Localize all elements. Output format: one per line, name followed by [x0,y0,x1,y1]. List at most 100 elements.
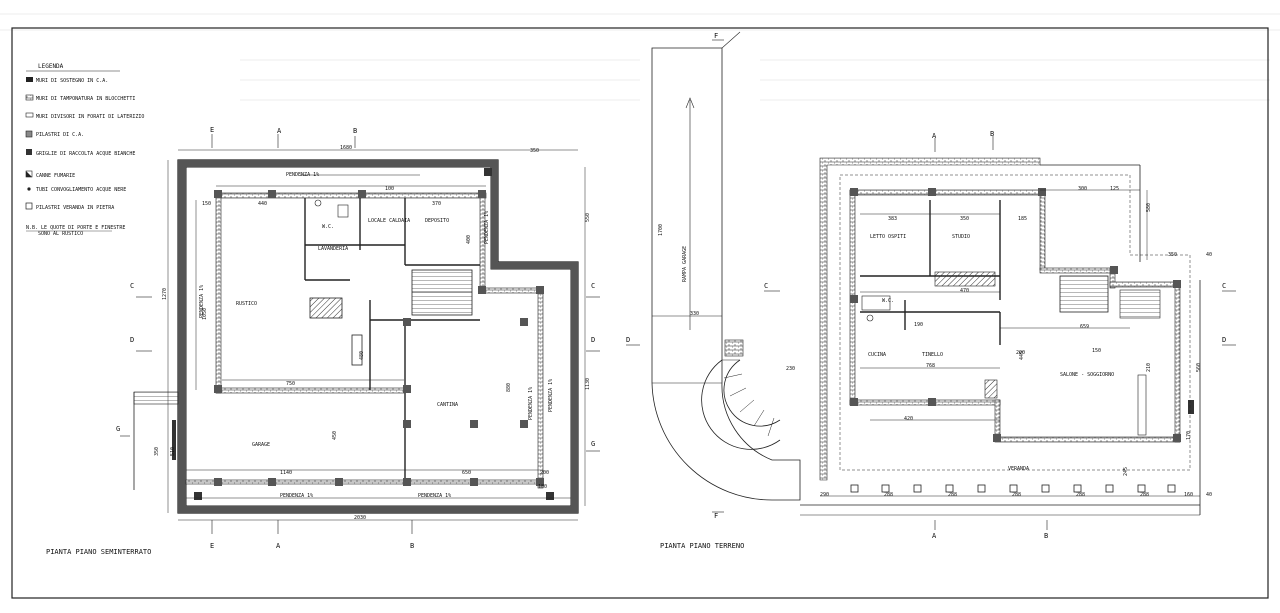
slope-label: PENDENZA 1% [528,387,534,420]
section-marker: D [1222,336,1226,344]
dim-label: 40 [1206,492,1212,498]
partition-wall-symbol [25,112,34,118]
room-label-locale-caldaia: LOCALE CALDAIA [368,218,410,224]
dim-label: 150 [202,201,211,207]
section-marker: A [276,542,281,550]
slope-label: PENDENZA 1% [199,285,205,318]
legend-item-label: MURI DI TAMPONATURA IN BLOCCHETTI [36,96,135,102]
dim-label: 288 [884,492,893,498]
dim-label: 350 [154,447,160,456]
ground-floor-plan [651,31,1201,516]
room-label-cucina: CUCINA [868,352,886,358]
dim-label: 1270 [162,288,168,300]
section-marker: B [353,127,357,135]
basement-labels: RUSTICO LOCALE CALDAIA DEPOSITO LAVANDER… [46,145,591,556]
room-label-rustico: RUSTICO [236,301,257,307]
basement-section-letters: E A B E A B C C D D G G [116,126,595,550]
room-label-rampa: RAMPA GARAGE [682,246,688,282]
dim-label: 100 [385,186,394,192]
section-marker: A [932,132,937,140]
dim-label: 1130 [585,378,591,390]
legend-item-label: PILASTRI VERANDA IN PIETRA [36,205,114,211]
dim-label: 290 [820,492,829,498]
retaining-wall-outer [177,159,579,514]
section-marker: B [1044,532,1048,540]
basement-plan [133,149,586,521]
legend-item-label: GRIGLIE DI RACCOLTA ACQUE BIANCHE [36,151,135,157]
slope-label: PENDENZA 1% [418,493,451,499]
dim-label: 170 [1186,431,1192,440]
dim-label: 210 [1146,363,1152,372]
plan-title-ground-floor: PIANTA PIANO TERRENO [660,542,744,550]
dim-label: 230 [786,366,795,372]
dim-label: 180 [538,484,547,490]
section-marker: A [277,127,282,135]
sheet-border [11,27,1269,599]
dim-label: 288 [1076,492,1085,498]
dim-label: 880 [506,383,512,392]
legend-title: LEGENDA [38,63,64,70]
dim-label: 650 [462,470,471,476]
legend-item-label: MURI DIVISORI IN FORATI DI LATERIZIO [36,114,144,120]
dim-label: 288 [1012,492,1021,498]
section-marker: E [210,542,214,550]
legend-item-label: CANNE FUMARIE [36,173,75,179]
dim-label: 470 [960,288,969,294]
room-label-letto-ospiti: LETTO OSPITI [870,234,906,240]
drain-grate-symbol [26,149,32,155]
room-label-veranda: VERANDA [1008,466,1029,472]
section-marker: D [591,336,595,344]
legend-note: N.B. LE QUOTE DI PORTE E FINESTRE [26,225,125,231]
dim-label: 1140 [280,470,292,476]
section-marker: D [626,336,630,344]
section-marker: C [591,282,595,290]
dim-label: 300 [1078,186,1087,192]
dim-label: 383 [888,216,897,222]
dim-label: 445 [1019,351,1025,360]
section-marker: F [714,32,718,40]
dim-label: 370 [432,201,441,207]
room-label-salone: SALONE - SOGGIORNO [1060,372,1114,378]
pillar-symbol [25,130,33,138]
slope-label: PENDENZA 1% [484,211,490,244]
section-marker: C [764,282,768,290]
dim-label: 480 [359,351,365,360]
room-label-wc: W.C. [882,298,894,304]
dim-label: 2030 [354,515,366,521]
dim-label: 560 [1196,363,1202,372]
dim-label: 550 [585,213,591,222]
dim-label: 350 [960,216,969,222]
room-label-studio: STUDIO [952,234,970,240]
thick-wall-symbol [26,77,33,82]
section-marker: A [932,532,937,540]
dim-label: 40 [1206,252,1212,258]
dim-label: 125 [1110,186,1119,192]
dim-label: 580 [1146,203,1152,212]
block-wall-symbol [25,94,34,101]
dim-label: 450 [332,431,338,440]
room-label-garage: GARAGE [252,442,270,448]
room-label-cantina: CANTINA [437,402,458,408]
dim-label: 420 [904,416,913,422]
slope-label: PENDENZA 1% [548,379,554,412]
sewage-pipe-symbol [27,187,31,191]
basement-stairs [411,269,473,316]
plan-title-basement: PIANTA PIANO SEMINTERRATO [46,548,151,556]
dim-label: 750 [286,381,295,387]
section-marker: D [130,336,134,344]
dim-label: 185 [1018,216,1027,222]
dim-label: 1050 [202,308,208,320]
dim-label: 350 [1168,252,1177,258]
dim-label: 510 [170,447,176,456]
section-marker: C [130,282,134,290]
dim-label: 200 [540,470,549,476]
dim-label: 160 [1184,492,1193,498]
room-label-wc: W.C. [322,224,334,230]
interior-stairs [1059,275,1109,313]
stone-pillar-symbol [25,202,33,210]
dim-label: 200 [1016,350,1025,356]
legend-item-label: MURI DI SOSTEGNO IN C.A. [36,78,108,84]
ground-floor-section-letters: A B A B F F C C D D [626,32,1226,540]
section-marker: F [714,512,718,520]
